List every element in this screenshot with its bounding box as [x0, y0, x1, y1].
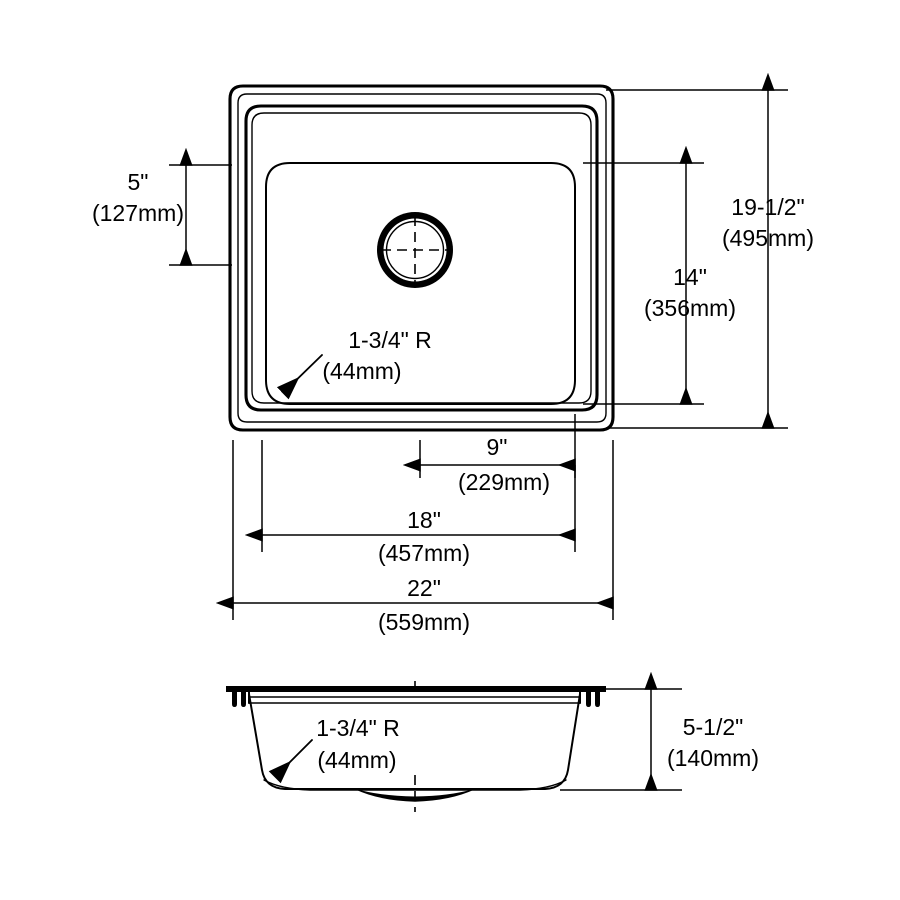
dim-label-18in-imperial: 18" — [407, 507, 441, 533]
dim-label-14in-imperial: 14" — [673, 264, 707, 290]
dim-label-22in-metric: (559mm) — [378, 609, 470, 635]
side-section-view: 5-1/2" (140mm) 1-3/4" R (44mm) — [226, 671, 759, 812]
leader-line-radius-plan — [276, 354, 323, 400]
dim-label-9in-imperial: 9" — [487, 434, 508, 460]
dim-label-radius-section-imperial: 1-3/4" R — [316, 715, 400, 741]
sink-bowl-ledge-inner-edge — [251, 112, 592, 404]
sink-outer-rim — [228, 84, 615, 432]
mounting-clip-right-2 — [595, 692, 600, 707]
dim-label-195in-metric: (495mm) — [722, 225, 814, 251]
sink-basin-outline — [265, 162, 576, 405]
sink-rim-inner-edge — [237, 93, 607, 423]
dim-label-radius-plan-imperial: 1-3/4" R — [348, 327, 432, 353]
sink-basin-section — [248, 693, 581, 790]
dim-label-5in-imperial: 5" — [128, 169, 149, 195]
dim-label-55in-imperial: 5-1/2" — [683, 714, 744, 740]
leader-line-radius-section — [268, 739, 313, 784]
dim-label-radius-section-metric: (44mm) — [317, 747, 396, 773]
dim-label-195in-imperial: 19-1/2" — [731, 194, 804, 220]
dim-label-18in-metric: (457mm) — [378, 540, 470, 566]
dim-label-radius-plan-metric: (44mm) — [322, 358, 401, 384]
sink-rim-flange — [226, 686, 606, 692]
mounting-clip-right — [586, 692, 591, 707]
dim-label-5in-metric: (127mm) — [92, 200, 184, 226]
dim-label-9in-metric: (229mm) — [458, 469, 550, 495]
mounting-clip-left-2 — [241, 692, 246, 707]
sink-basin-bottom-inner — [263, 779, 567, 791]
sink-bowl-ledge — [244, 104, 599, 412]
mounting-clip-left — [232, 692, 237, 707]
dim-label-14in-metric: (356mm) — [644, 295, 736, 321]
top-plan-view: 5" (127mm) 14" (356mm) 19-1/2" (495mm) 1… — [92, 72, 814, 635]
dim-label-22in-imperial: 22" — [407, 575, 441, 601]
dim-label-55in-metric: (140mm) — [667, 745, 759, 771]
